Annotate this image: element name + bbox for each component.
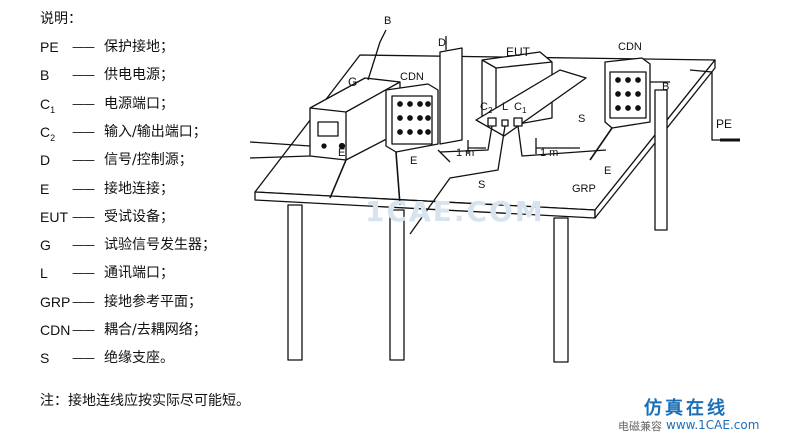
table-leg-left bbox=[287, 204, 303, 361]
legend-code: L bbox=[40, 265, 48, 282]
legend-desc: 通讯端口； bbox=[104, 265, 174, 282]
watermark-site: www.1CAE.com bbox=[666, 418, 760, 432]
legend-dash: —— bbox=[72, 238, 95, 253]
legend-dash: —— bbox=[72, 40, 95, 54]
legend-dash: —— bbox=[72, 181, 95, 196]
legend-row: PE —— 保护接地； bbox=[0, 36, 260, 58]
legend-code: EUT bbox=[40, 208, 68, 225]
legend-row: S —— 绝缘支座。 bbox=[0, 347, 260, 369]
legend-code: CDN bbox=[40, 322, 71, 338]
legend-desc: 保护接地； bbox=[104, 39, 174, 55]
legend-code: C1 bbox=[40, 95, 56, 115]
legend-panel: 说明： PE —— 保护接地； B —— 供电电源； C1 —— 电源端口； C2 —— 输入/输出端… bbox=[0, 0, 260, 440]
legend-desc: 试验信号发生器； bbox=[104, 237, 216, 254]
legend-dash: —— bbox=[72, 153, 95, 168]
legend-code: B bbox=[40, 67, 50, 84]
legend-dash: —— bbox=[72, 96, 95, 111]
test-setup-diagram: B D EUT CDN G CDN C2 L C1 B S PE E E 1 m… bbox=[250, 0, 797, 440]
label-c1: C1 bbox=[514, 101, 527, 115]
legend-desc: 接地参考平面； bbox=[104, 293, 202, 310]
legend-row: E —— 接地连接； bbox=[0, 178, 260, 200]
legend-dash: —— bbox=[72, 124, 95, 139]
legend-desc: 受试设备； bbox=[104, 208, 174, 225]
legend-code: D bbox=[40, 152, 51, 169]
port-c2 bbox=[487, 117, 497, 127]
legend-code: C2 bbox=[40, 123, 56, 143]
legend-dash: —— bbox=[72, 68, 95, 83]
legend-code: E bbox=[40, 180, 50, 197]
label-cdn-right: CDN bbox=[618, 41, 642, 53]
legend-desc: 接地连接； bbox=[104, 180, 174, 197]
legend-code: PE bbox=[40, 39, 59, 55]
legend-code: G bbox=[40, 237, 51, 254]
legend-desc: 电源端口； bbox=[104, 95, 174, 112]
legend-row: D —— 信号/控制源； bbox=[0, 149, 260, 171]
table-leg-back bbox=[654, 89, 668, 231]
table-leg-right bbox=[553, 217, 569, 363]
generator-g-panel bbox=[317, 121, 339, 137]
port-l bbox=[501, 119, 509, 127]
table-leg-mid bbox=[389, 209, 405, 361]
legend-dash: —— bbox=[72, 209, 95, 224]
label-grp: GRP bbox=[572, 183, 596, 195]
label-eut: EUT bbox=[506, 45, 531, 59]
legend-dash: —— bbox=[72, 351, 95, 366]
legend-code: S bbox=[40, 350, 50, 367]
watermark-left: 电磁兼容 bbox=[618, 420, 662, 433]
label-s-bottom: S bbox=[478, 179, 485, 191]
legend-desc: 供电电源； bbox=[104, 67, 174, 84]
legend-row: L —— 通讯端口； bbox=[0, 262, 260, 284]
label-b-top: B bbox=[384, 15, 391, 27]
cable-b-generator bbox=[367, 29, 387, 81]
legend-row: EUT —— 受试设备； bbox=[0, 206, 260, 228]
label-e-right: E bbox=[604, 165, 611, 177]
label-b-right: B bbox=[662, 81, 669, 93]
legend-code: GRP bbox=[40, 293, 71, 310]
signal-source-d bbox=[439, 47, 463, 145]
legend-row: C1 —— 电源端口； bbox=[0, 93, 260, 115]
port-c1 bbox=[513, 117, 523, 127]
legend-desc: 绝缘支座。 bbox=[104, 350, 174, 367]
watermark-center: 1CAE.COM bbox=[365, 195, 545, 228]
label-e-mid: E bbox=[410, 155, 417, 167]
label-d: D bbox=[438, 37, 446, 49]
label-s-right: S bbox=[578, 113, 585, 125]
legend-desc: 信号/控制源； bbox=[104, 152, 193, 169]
legend-row: GRP—— 接地参考平面； bbox=[0, 291, 260, 313]
label-l: L bbox=[502, 101, 508, 113]
legend-desc: 输入/输出端口； bbox=[104, 123, 207, 140]
cable-left-exit bbox=[250, 141, 311, 147]
cable-c2 bbox=[439, 125, 493, 153]
label-1m-left: 1 m bbox=[456, 147, 474, 159]
legend-note: 注：接地连线应按实际尽可能短。 bbox=[40, 393, 250, 409]
cable-ground-e-mid bbox=[437, 149, 451, 163]
legend-dash: —— bbox=[72, 266, 95, 281]
label-cdn-left: CDN bbox=[400, 71, 424, 83]
legend-row: C2 —— 输入/输出端口； bbox=[0, 121, 260, 143]
cable-c1 bbox=[517, 125, 607, 157]
legend-heading: 说明： bbox=[40, 11, 82, 27]
legend-row: B —— 供电电源； bbox=[0, 64, 260, 86]
ground-e-right bbox=[589, 127, 613, 161]
label-e-left: E bbox=[338, 147, 345, 159]
ground-e-left bbox=[329, 159, 347, 199]
legend-row: G —— 试验信号发生器； bbox=[0, 234, 260, 256]
label-1m-right: 1 m bbox=[540, 147, 558, 159]
legend-row: CDN—— 耦合/去耦网络； bbox=[0, 319, 260, 341]
label-c2: C2 bbox=[480, 101, 493, 115]
watermark-logo: 仿真在线 bbox=[644, 398, 728, 419]
ground-e-mid bbox=[395, 151, 401, 206]
cable-l bbox=[409, 125, 506, 235]
label-g: G bbox=[348, 75, 357, 89]
legend-desc: 耦合/去耦网络； bbox=[104, 322, 207, 338]
label-pe: PE bbox=[716, 117, 732, 131]
test-setup-svg: B D EUT CDN G CDN C2 L C1 B S PE E E 1 m… bbox=[250, 15, 740, 363]
legend-dash: —— bbox=[72, 323, 95, 337]
legend-dash: —— bbox=[72, 294, 95, 309]
